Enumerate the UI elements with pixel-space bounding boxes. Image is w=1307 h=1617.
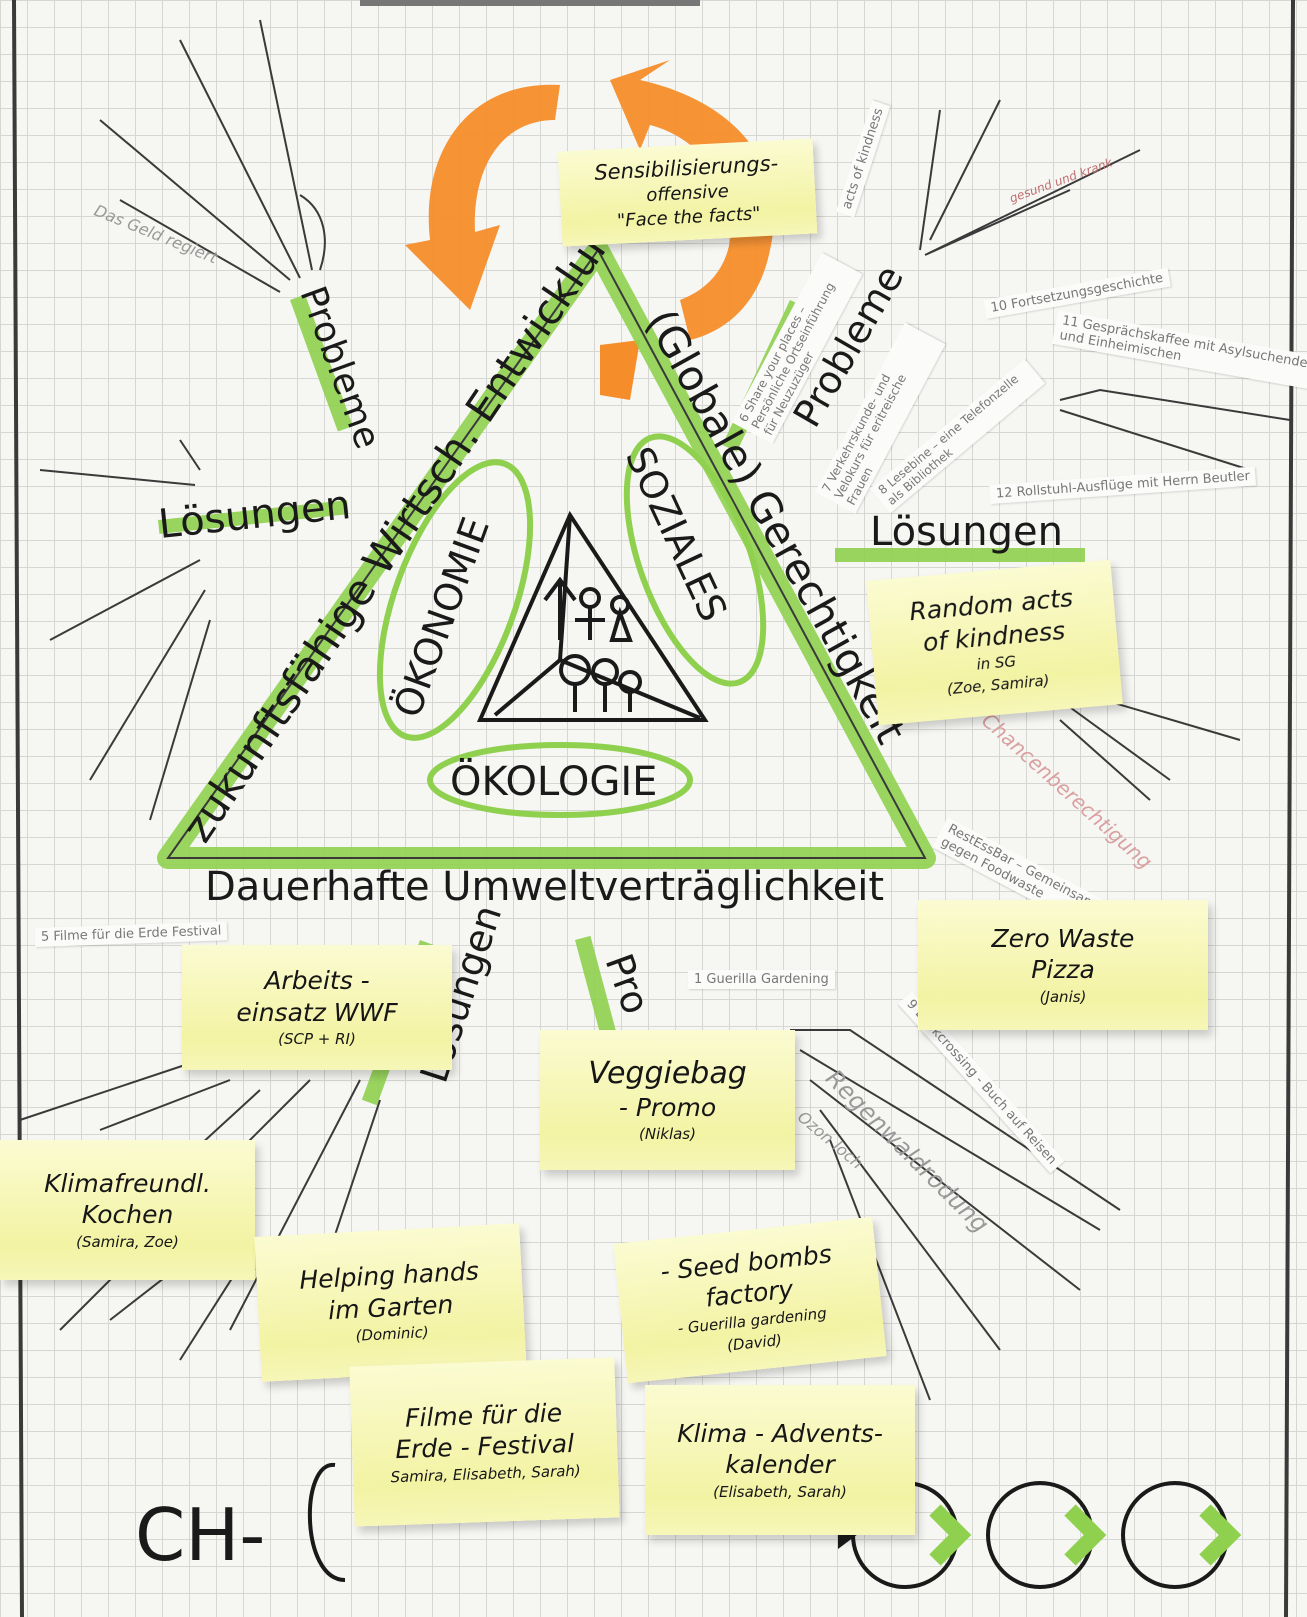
note-line: Klimafreundl.	[44, 1168, 211, 1198]
note-names: (Elisabeth, Sarah)	[713, 1482, 847, 1501]
left-border-line	[12, 0, 24, 1617]
note-line: Veggiebag	[588, 1055, 747, 1091]
bottom-ch-prefix: CH-	[135, 1493, 265, 1577]
right-border-line	[1284, 0, 1295, 1617]
note-seed-bombs: - Seed bombs factory - Guerilla gardenin…	[613, 1216, 887, 1384]
note-veggiebag: Veggiebag - Promo (Niklas)	[540, 1030, 795, 1170]
oval-ecology-label: ÖKOLOGIE	[450, 757, 657, 805]
oval-ecology	[427, 742, 693, 818]
inner-triangle-icon	[476, 510, 709, 722]
note-names: Samira, Elisabeth, Sarah)	[390, 1461, 582, 1486]
cycle-arrows	[405, 60, 774, 400]
note-names: (Niklas)	[639, 1125, 696, 1144]
note-names: (Janis)	[1039, 987, 1087, 1006]
orange-arrow-tip	[600, 340, 640, 400]
note-filme: Filme für die Erde - Festival Samira, El…	[349, 1357, 620, 1527]
triangle-bottom-side-text: Dauerhafte Umweltverträglichkeit	[205, 864, 884, 910]
note-names: (SCP + RI)	[278, 1030, 356, 1048]
note-line: Filme für die	[404, 1397, 563, 1433]
note-line: Klima - Advents-	[677, 1418, 883, 1448]
note-klimafreundl: Klimafreundl. Kochen (Samira, Zoe)	[0, 1140, 255, 1280]
note-klima-advent: Klima - Advents- kalender (Elisabeth, Sa…	[645, 1385, 915, 1535]
heading-solutions-right: Lösungen	[870, 509, 1063, 555]
note-line: - Promo	[618, 1092, 717, 1122]
note-helping-hands: Helping hands im Garten (Dominic)	[254, 1223, 527, 1382]
note-zero-waste: Zero Waste Pizza (Janis)	[918, 900, 1208, 1030]
oval-social	[623, 433, 767, 687]
oval-economy	[376, 459, 534, 741]
heading-solutions-left: Lösungen	[156, 482, 353, 548]
note-sensibilisierung: Sensibilisierungs- offensive "Face the f…	[557, 138, 818, 247]
note-random-acts: Random acts of kindness in SG (Zoe, Sami…	[866, 559, 1123, 726]
orange-arrow-left	[405, 84, 560, 310]
note-line: Arbeits -	[264, 966, 370, 995]
note-arbeitseinsatz: Arbeits - einsatz WWF (SCP + RI)	[182, 945, 452, 1070]
note-line: Kochen	[81, 1200, 174, 1229]
sustainability-triangle	[157, 239, 936, 869]
note-line: Zero Waste	[991, 923, 1135, 953]
note-line: Erde - Festival	[394, 1428, 575, 1465]
note-names: (Samira, Zoe)	[76, 1232, 179, 1251]
note-line: einsatz WWF	[236, 997, 398, 1027]
orange-arrow-right	[610, 60, 774, 340]
label-guerilla: 1 Guerilla Gardening	[688, 970, 835, 989]
top-marker	[360, 0, 700, 6]
note-line: Pizza	[1031, 955, 1095, 984]
note-line: kalender	[725, 1450, 835, 1479]
